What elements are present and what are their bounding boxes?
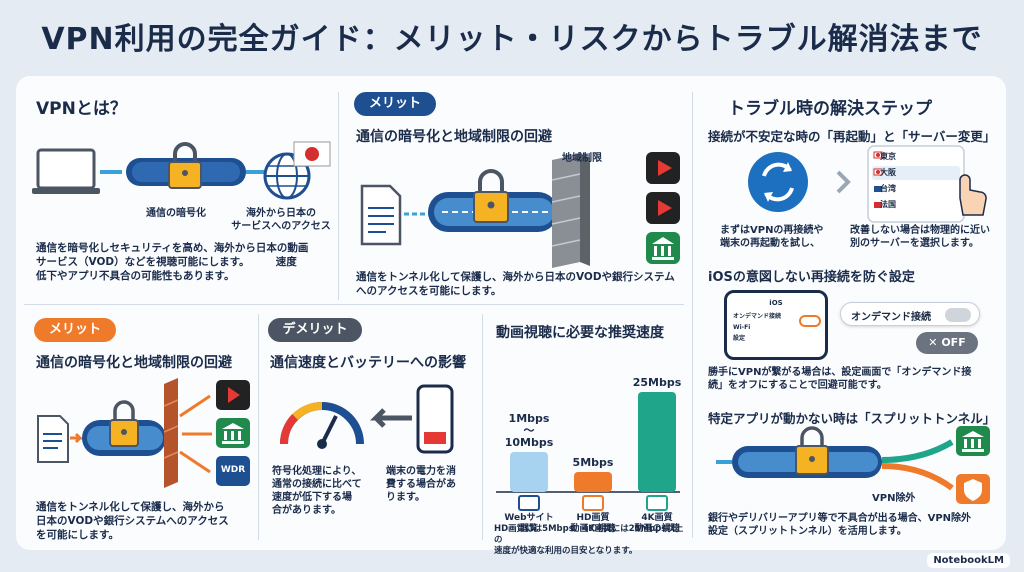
speed-category-label: HD画質動画の視聴 bbox=[570, 511, 615, 534]
trouble-heading: トラブル時の解決ステップ bbox=[728, 99, 932, 119]
about-description: 通信を暗号化しセキュリティを高め、海外から日本の動画 サービス（VOD）などを視… bbox=[36, 242, 309, 282]
divider bbox=[24, 304, 684, 305]
ios-row[interactable]: 設定 bbox=[733, 335, 746, 342]
merit-badge: メリット bbox=[34, 318, 116, 342]
split-arrow-up bbox=[881, 439, 954, 463]
video-play-icon bbox=[646, 192, 680, 224]
merit-top-illustration bbox=[360, 152, 680, 268]
bank-icon bbox=[216, 418, 250, 448]
ondemand-toggle[interactable] bbox=[945, 308, 971, 322]
document-icon bbox=[360, 184, 402, 246]
vpn-exclude-label: VPN除外 bbox=[872, 493, 916, 504]
speed-value-label: 1Mbps〜10Mbps bbox=[505, 412, 554, 449]
arrow-left-icon bbox=[369, 408, 412, 428]
laptop-icon bbox=[32, 148, 100, 194]
wdr-logo bbox=[216, 456, 250, 486]
arrow-icon bbox=[179, 394, 212, 474]
divider bbox=[338, 92, 339, 300]
ios-phone: iOS オンデマンド接続 Wi-Fi 設定 bbox=[724, 290, 828, 360]
video-play-icon bbox=[646, 152, 680, 184]
merit-heading: 通信の暗号化と地域制限の回避 bbox=[356, 129, 552, 145]
server-item[interactable]: 台湾 bbox=[880, 184, 896, 193]
demerit-heading: 通信速度とバッテリーへの影響 bbox=[270, 355, 466, 371]
ios-title: iOS bbox=[769, 299, 783, 307]
ondemand-label: オンデマンド接続 bbox=[851, 312, 931, 323]
ios-row[interactable]: オンデマンド接続 bbox=[733, 313, 782, 320]
speed-value-label: 25Mbps bbox=[633, 376, 682, 389]
page-title: VPN利用の完全ガイド：メリット・リスクからトラブル解消法まで bbox=[41, 22, 983, 57]
demerit-speed-text: 符号化処理により、 通常の接続に比べて 速度が低下する場 合があります。 bbox=[272, 466, 362, 516]
divider bbox=[692, 92, 693, 538]
speed-bar bbox=[510, 452, 548, 492]
split-arrow-down bbox=[881, 463, 954, 491]
lock-icon bbox=[168, 142, 202, 189]
speed-category-label: Webサイト閲覧 bbox=[504, 512, 553, 534]
refresh-icon bbox=[748, 152, 808, 212]
server-item[interactable]: 東京 bbox=[880, 152, 896, 161]
merit-heading: 通信の暗号化と地域制限の回避 bbox=[36, 355, 232, 371]
demerit-battery-text: 端末の電力を消 費する場合があ ります。 bbox=[386, 466, 456, 503]
ios-toggle[interactable] bbox=[799, 315, 821, 327]
hand-pointer-icon bbox=[959, 174, 987, 216]
speed-category-label: 4K画質動画の視聴 bbox=[634, 511, 679, 534]
merit-bottom-description: 通信をトンネル化して保護し、海外から 日本のVODや銀行システムへのアクセス を… bbox=[36, 501, 229, 541]
demerit-badge: デメリット bbox=[268, 318, 362, 342]
brick-wall-icon bbox=[163, 378, 179, 488]
step1-right-text: 改善しない場合は物理的に近い 別のサーバーを選択します。 bbox=[850, 225, 990, 249]
speed-heading: 動画視聴に必要な推奨速度 bbox=[496, 325, 664, 341]
step1-illustration bbox=[748, 145, 987, 223]
encrypt-label: 通信の暗号化 bbox=[146, 208, 206, 219]
divider bbox=[258, 314, 259, 540]
phone-battery-icon bbox=[416, 384, 454, 454]
server-list-phone bbox=[867, 145, 965, 223]
shield-icon bbox=[956, 474, 990, 504]
document-icon bbox=[37, 415, 69, 463]
step1-heading: 接続が不安定な時の「再起動」と「サーバー変更」 bbox=[708, 129, 996, 144]
brick-wall-icon bbox=[551, 154, 590, 268]
step1-left-text: まずはVPNの再接続や 端末の再起動を試し、 bbox=[720, 225, 824, 249]
merit-bottom-illustration bbox=[37, 378, 250, 488]
video-play-icon bbox=[216, 380, 250, 410]
step2-description: 勝手にVPNが繋がる場合は、設定画面で「オンデマンド接 続」をオフにすることで回… bbox=[708, 367, 972, 391]
category-icon bbox=[646, 495, 668, 511]
bank-icon bbox=[956, 426, 990, 456]
access-label: 海外から日本の サービスへのアクセス bbox=[231, 208, 331, 232]
split-tunnel-illustration bbox=[716, 426, 990, 504]
off-badge: ✕ OFF bbox=[916, 332, 978, 354]
merit-top-description: 通信をトンネル化して保護し、海外から日本のVODや銀行システム へのアクセスを可… bbox=[356, 271, 675, 297]
bank-icon bbox=[646, 232, 680, 264]
brand-label: NotebookLM bbox=[927, 553, 1010, 568]
server-item[interactable]: 大阪 bbox=[880, 168, 896, 177]
content-card: VPNとは？ bbox=[16, 76, 1006, 556]
lock-icon bbox=[473, 169, 509, 223]
chevron-right-icon bbox=[836, 170, 851, 194]
divider bbox=[482, 314, 483, 540]
speed-bar bbox=[574, 472, 612, 492]
about-heading: VPNとは？ bbox=[36, 99, 127, 119]
merit-badge: メリット bbox=[354, 92, 436, 116]
category-icon bbox=[582, 495, 604, 511]
speed-bar bbox=[638, 392, 676, 492]
speed-note: HD画質には5Mbps、4K画質には25Mbps以上の 速度が快適な利用の目安と… bbox=[494, 524, 684, 556]
region-block-label: 地域制限 bbox=[562, 153, 602, 164]
step2-heading: iOSの意図しない再接続を防ぐ設定 bbox=[708, 270, 915, 285]
ondemand-setting[interactable]: オンデマンド接続 bbox=[840, 302, 980, 326]
ios-row[interactable]: Wi-Fi bbox=[733, 324, 751, 331]
demerit-illustration bbox=[279, 384, 454, 454]
lock-icon bbox=[109, 400, 139, 447]
category-icon bbox=[518, 495, 540, 511]
wdr-label: WDR bbox=[220, 465, 246, 475]
about-illustration bbox=[32, 141, 331, 200]
speed-value-label: 5Mbps bbox=[573, 456, 614, 469]
lock-icon bbox=[795, 426, 829, 475]
step3-heading: 特定アプリが動かない時は「スプリットトンネル」 bbox=[708, 411, 996, 426]
server-list: 東京 大阪 台湾 法国 bbox=[880, 151, 896, 215]
step3-description: 銀行やデリバリーアプリ等で不具合が出る場合、VPN除外 設定（スプリットトンネル… bbox=[708, 513, 972, 537]
japan-flag-icon bbox=[293, 141, 331, 167]
server-item[interactable]: 法国 bbox=[880, 200, 896, 209]
speedometer-icon bbox=[279, 401, 364, 449]
